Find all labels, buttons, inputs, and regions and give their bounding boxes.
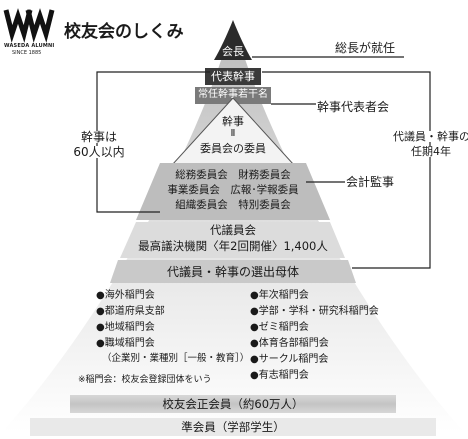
left-list-item: ●職域稲門会 — [96, 338, 155, 349]
left-count-line-2: 60人以内 — [66, 146, 132, 158]
left-count-line-1: 幹事は — [70, 131, 128, 143]
kaikei-annotation: 会計監事 — [345, 175, 396, 189]
daigiin-subtitle: 最高議決機関〈年2回開催〉1,400人 — [138, 239, 328, 253]
right-list-item: ●サークル稲門会 — [250, 354, 329, 365]
left-list-item: ●海外稲門会 — [96, 290, 155, 301]
right-list-item: ●ゼミ稲門会 — [250, 322, 309, 333]
logo-caption-1: WASEDA ALUMNI — [4, 43, 55, 49]
committees-row-2: 事業委員会 広報･学報委員 — [167, 184, 299, 196]
page-title: 校友会のしくみ — [64, 22, 184, 42]
daihyo-band — [205, 68, 261, 85]
daigiin-title: 代議員会 — [210, 223, 256, 237]
seikaiin-band — [70, 395, 396, 413]
right-list-item: ●体育各部稲門会 — [250, 338, 329, 349]
committee-band — [136, 163, 330, 220]
junkaiin-label: 準会員（学部学生） — [181, 420, 285, 434]
daigiin-band — [120, 222, 345, 258]
right-term-line-2: 任期4年 — [398, 146, 464, 157]
logo-caption-2: SINCE 1885 — [12, 50, 42, 56]
line-right-bracket — [262, 71, 431, 269]
senshutsu-band — [110, 260, 356, 283]
apex-shape — [214, 20, 252, 60]
socho-annotation: 総長が就任 — [334, 41, 397, 55]
senshutsu-label: 代議員・幹事の選出母体 — [166, 265, 299, 279]
joumu-band — [195, 87, 271, 104]
junkaiin-band — [30, 418, 436, 436]
footnote: ※稲門会：校友会登録団体をいう — [78, 375, 212, 385]
daihyo-kanji-label: 代表幹事 — [211, 70, 255, 83]
right-term-line-1: 代議員・幹事の — [392, 130, 468, 143]
seikaiin-label: 校友会正会員（約60万人） — [162, 397, 304, 411]
joumu-kanji-label: 常任幹事若干名 — [198, 89, 268, 100]
equals-label: Ⅱ — [230, 128, 236, 139]
right-list-item: ●有志稲門会 — [250, 370, 309, 381]
committees-row-1: 総務委員会 財務委員会 — [175, 169, 291, 181]
line-kanji-daihyo — [271, 103, 321, 108]
iin-label: 委員会の委員 — [200, 142, 266, 155]
left-list-item: ●都道府県支部 — [96, 306, 165, 317]
right-list-item: ●学部・学科・研究科稲門会 — [250, 306, 379, 317]
kanji-label: 幹事 — [222, 115, 244, 128]
waseda-logo — [3, 8, 55, 43]
kaicho-label: 会長 — [222, 45, 244, 58]
left-list-note: （企業別・業種別［一般・教育］） — [102, 353, 250, 364]
right-list-item: ●年次稲門会 — [250, 290, 309, 301]
left-list-item: ●地域稲門会 — [96, 322, 155, 333]
kanji-daihyo-annotation: 幹事代表者会 — [316, 100, 391, 114]
committees-row-3: 組織委員会 特別委員会 — [175, 199, 291, 211]
